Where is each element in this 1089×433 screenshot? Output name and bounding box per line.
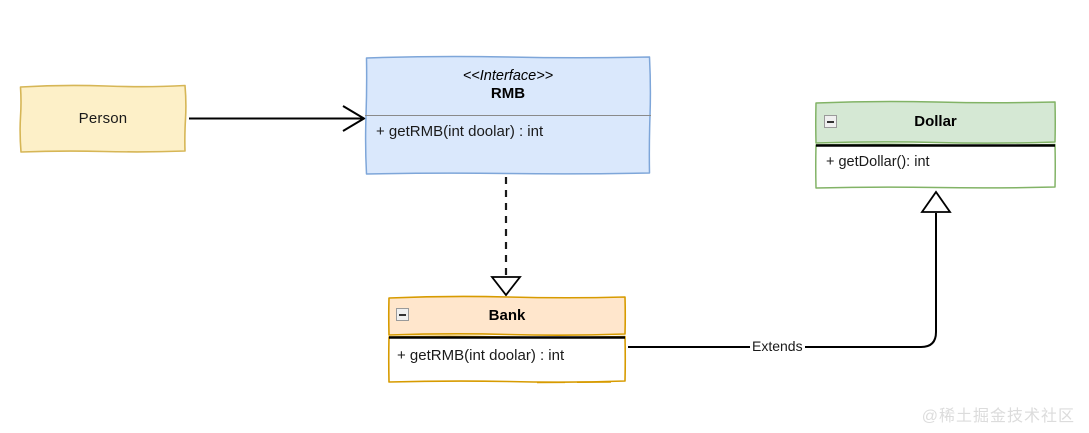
- rmb-member-0: + getRMB(int doolar) : int: [376, 123, 544, 140]
- collapse-minus-icon[interactable]: [396, 308, 409, 321]
- hollow-triangle-icon: [920, 190, 952, 213]
- edge-rmb-to-bank[interactable]: [490, 177, 522, 297]
- rmb-stereotype: <<Interface>>: [462, 68, 554, 84]
- bank-header: Bank: [387, 295, 627, 335]
- dollar-header: Dollar: [814, 100, 1057, 143]
- bank-box-shape: [387, 295, 627, 384]
- bank-member-0: + getRMB(int doolar) : int: [397, 347, 565, 364]
- dollar-member-0: + getDollar(): int: [826, 154, 930, 170]
- rmb-header: <<Interface>> RMB: [364, 55, 652, 115]
- class-node-bank[interactable]: Bank + getRMB(int doolar) : int: [387, 295, 627, 385]
- rmb-divider: [365, 115, 651, 116]
- bank-title: Bank: [488, 306, 526, 324]
- hollow-triangle-icon: [490, 276, 522, 297]
- edge-bank-to-dollar-line: [628, 213, 937, 348]
- collapse-minus-icon[interactable]: [824, 115, 837, 128]
- dollar-title: Dollar: [914, 113, 957, 130]
- rmb-title: RMB: [490, 85, 526, 102]
- dollar-box-shape: [815, 100, 1056, 189]
- edge-bank-to-dollar[interactable]: [628, 190, 952, 348]
- edge-label-extends: Extends: [750, 338, 805, 354]
- class-node-rmb[interactable]: <<Interface>> RMB + getRMB(int doolar) :…: [364, 55, 652, 176]
- open-arrow-icon: [342, 105, 366, 132]
- class-node-person[interactable]: Person: [18, 83, 188, 154]
- class-node-dollar[interactable]: Dollar + getDollar(): int: [814, 100, 1057, 190]
- watermark: @稀土掘金技术社区: [921, 408, 1075, 425]
- person-box-shape: [19, 84, 187, 153]
- person-label: Person: [78, 110, 128, 127]
- edge-person-to-rmb[interactable]: [189, 105, 366, 132]
